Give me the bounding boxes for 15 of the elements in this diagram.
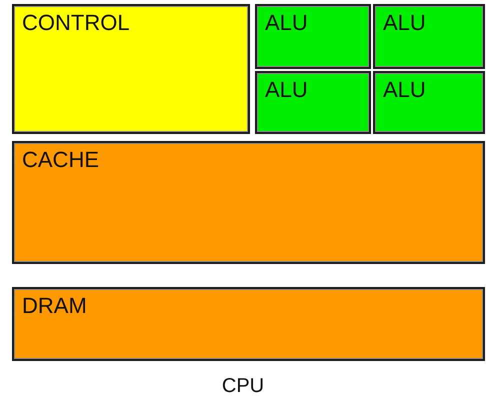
caption: CPU bbox=[220, 375, 266, 398]
control-block bbox=[12, 4, 250, 134]
memory-block bbox=[12, 287, 485, 361]
block-label: ALU bbox=[265, 79, 309, 101]
block-label: ALU bbox=[265, 12, 309, 34]
block-label: CACHE bbox=[22, 149, 100, 171]
block-label: DRAM bbox=[22, 295, 88, 317]
memory-block bbox=[12, 141, 485, 264]
alu-block bbox=[255, 71, 371, 134]
alu-block bbox=[373, 4, 485, 69]
block-label: CONTROL bbox=[22, 12, 131, 34]
alu-block bbox=[373, 71, 485, 134]
block-label: ALU bbox=[383, 12, 427, 34]
alu-block bbox=[255, 4, 371, 69]
block-label: ALU bbox=[383, 79, 427, 101]
